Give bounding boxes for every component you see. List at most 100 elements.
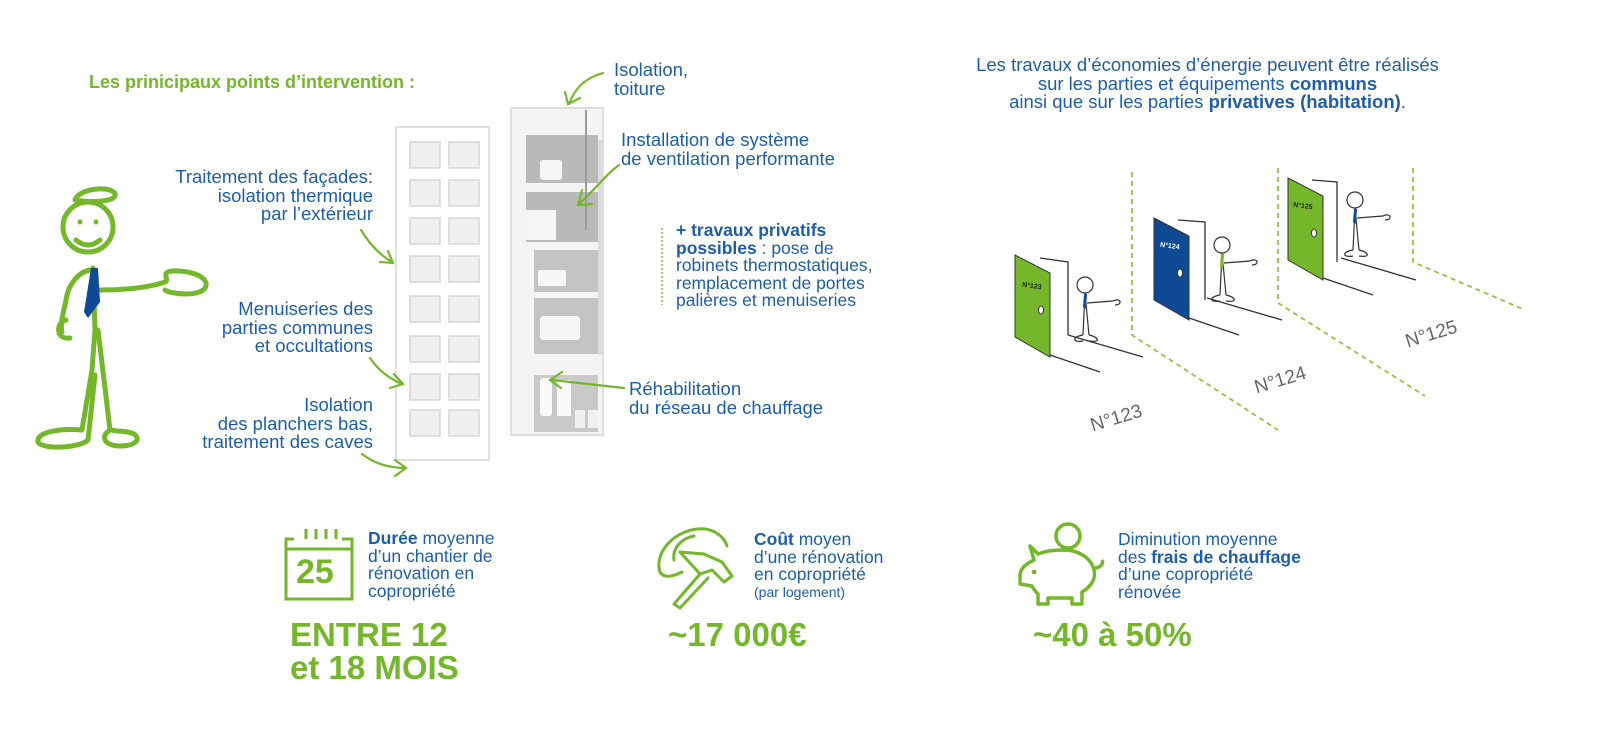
stat-text: rénovation en [368,563,475,583]
intro-text-part: sur les parties et équipements [1037,72,1290,94]
label-line: isolation thermique [217,184,373,206]
label-line: Installation de système [621,129,810,150]
label-planchers: Isolation des planchers bas, traitement … [130,394,373,452]
calendar-icon [284,529,354,601]
intro-text-part: ainsi que sur les parties [1009,91,1209,112]
label-line: du réseau de chauffage [629,396,824,418]
label-chauffage: Réhabilitation du réseau de chauffage [629,378,824,418]
facade-window [409,373,441,401]
facade-window [448,217,480,245]
stat-heating-value: ~40 à 50% [1033,616,1192,653]
stat-heating-caption: Diminution moyenne des frais de chauffag… [1118,529,1301,602]
label-ventilation: Installation de système de ventilation p… [621,129,835,169]
stat-text: en copropriété [754,564,866,584]
label-line: Réhabilitation [629,378,742,399]
label-line: toiture [614,77,666,99]
stat-cost-caption: Coût moyen d’une rénovation en coproprié… [754,529,884,601]
facade-window [448,373,480,401]
label-line: et occultations [254,335,373,356]
door [1014,254,1051,358]
privatifs-bold: possibles [676,237,757,258]
label-facades: Traitement des façades: isolation thermi… [130,166,373,224]
facade-window [409,179,441,207]
stat-text: d’une copropriété [1118,564,1254,584]
ventilation-duct [585,110,587,230]
body-left-leg [35,265,98,450]
floor-line [1049,334,1144,373]
stat-text: copropriété [368,580,456,601]
intro-bold: communs [1289,72,1378,94]
label-line: traitement des caves [202,431,373,452]
door-knob [1311,228,1317,238]
stat-text-small: (par logement) [754,583,846,600]
stat-duration-value: ENTRE 12 et 18 MOIS [290,618,459,684]
facade-window [448,141,480,169]
privatifs-text: : pose de [756,237,834,258]
dashed-partitions [1131,168,1526,431]
door-frame [1039,257,1069,335]
facade-window [448,409,480,437]
small-stick-figure [1074,276,1121,342]
label-line: par l’extérieur [260,203,373,224]
floor-line [1188,297,1283,336]
label-toiture: Isolation, toiture [614,59,689,99]
stat-text: Diminution moyenne [1118,529,1278,549]
calendar-day: 25 [296,553,334,591]
stat-text: moyen [793,529,852,549]
stat-value-line: et 18 MOIS [290,649,459,686]
stat-text: moyenne [417,528,495,548]
stat-text: des [1118,546,1152,567]
privatifs-text: palières et menuiseries [676,290,856,310]
facade-window [409,295,441,323]
section-heading: Les prinicipaux points d’intervention : [89,72,416,92]
label-line: Traitement des façades: [175,166,373,187]
label-line: des planchers bas, [217,412,373,434]
facade-window [409,409,441,437]
facade-window [409,141,441,169]
stat-text: d’une rénovation [754,546,884,567]
facade-window [409,217,441,245]
facade-window [448,179,480,207]
stat-cost-value: ~17 000€ [668,616,807,653]
stat-bold: Durée [368,528,418,548]
small-stick-figure [1211,236,1258,302]
label-line: Isolation, [614,59,689,80]
intro-text: Les travaux d’économies d’énergie peuven… [930,55,1485,112]
stat-duration-caption: Durée moyenne d’un chantier de rénovatio… [368,528,495,601]
hand [56,317,73,341]
facade-window [409,335,441,363]
label-line: Isolation [304,394,373,415]
door-knob [1038,305,1044,315]
label-line: de ventilation performante [621,147,835,169]
intro-bold: privatives (habitation) [1208,91,1401,112]
tie-icon [84,268,100,318]
facade-window [409,255,441,283]
door-knob [1177,268,1183,278]
right-leg [95,327,140,449]
floor-line [1322,257,1417,296]
privatifs-text: remplacement de portes [676,272,865,293]
small-stick-figure [1344,191,1391,257]
facade-window [448,335,480,363]
stat-bold: frais de chauffage [1151,546,1301,567]
hardhat-hammer-icon [657,527,734,610]
door [1153,217,1190,321]
door-frame [1311,179,1338,262]
privatifs-bold: + travaux privatifs [676,220,827,240]
smile [73,237,103,248]
stat-bold: Coût [754,529,794,549]
head [60,199,116,255]
stat-text: rénovée [1118,581,1182,602]
label-menuiseries: Menuiseries des parties communes et occu… [130,298,373,356]
pointing-arm [97,268,209,297]
facade-window [448,295,480,323]
privatifs-text: robinets thermostatiques, [676,255,873,275]
label-line: parties communes [221,316,373,338]
label-line: Menuiseries des [238,298,373,319]
intro-text-part: . [1400,91,1406,112]
facade-window [448,255,480,283]
privatifs-note: + travaux privatifs possibles : pose de … [676,220,873,310]
door-frame [1177,219,1206,300]
